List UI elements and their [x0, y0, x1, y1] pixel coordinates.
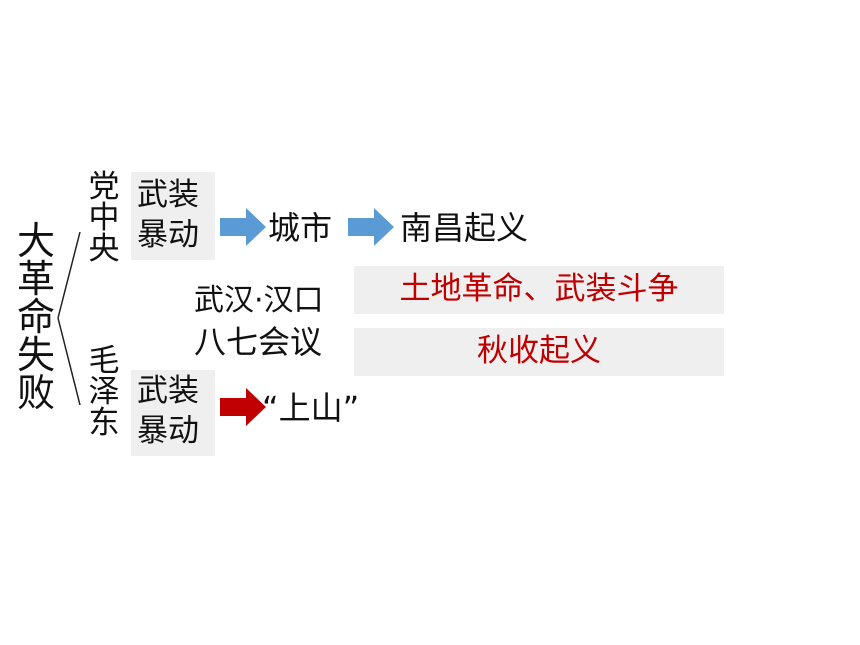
- branch-mao-zedong: 毛泽东: [86, 346, 122, 439]
- nanchang-uprising-label: 南昌起义: [400, 209, 529, 247]
- bracket-line-bottom: [57, 317, 81, 406]
- city-label: 城市: [268, 209, 333, 247]
- bracket-line-top: [57, 231, 81, 319]
- armed-uprising-box-bottom: 武装 暴动: [131, 370, 215, 456]
- meeting-place-label: 武汉·汉口: [194, 283, 324, 318]
- vertical-char: 大: [16, 219, 55, 263]
- go-to-mountains-label: “上山”: [262, 389, 360, 427]
- blue-arrow-icon: [348, 208, 394, 246]
- vertical-char: 败: [16, 371, 55, 415]
- blue-arrow-icon: [220, 208, 266, 246]
- policy-label: 土地革命、武装斗争: [399, 271, 679, 307]
- vertical-char: 失: [16, 333, 55, 377]
- armed-uprising-top-line2: 暴动: [137, 217, 199, 253]
- autumn-harvest-label: 秋收起义: [477, 333, 601, 369]
- root-label: 大革命失败: [14, 222, 58, 412]
- armed-uprising-bottom-line1: 武装: [137, 373, 199, 409]
- armed-uprising-bottom-line2: 暴动: [137, 413, 199, 449]
- vertical-char: 命: [16, 295, 55, 339]
- vertical-char: 泽: [88, 374, 120, 410]
- meeting-name-label: 八七会议: [194, 323, 323, 361]
- vertical-char: 革: [16, 257, 55, 301]
- red-arrow-icon: [220, 388, 266, 426]
- vertical-char: 东: [88, 405, 120, 441]
- branch-party-central: 党中央: [86, 172, 122, 265]
- autumn-harvest-box: 秋收起义: [354, 328, 724, 376]
- vertical-char: 中: [88, 200, 120, 236]
- armed-uprising-top-line1: 武装: [137, 177, 199, 213]
- armed-uprising-box-top: 武装 暴动: [131, 172, 215, 260]
- vertical-char: 央: [88, 231, 120, 267]
- policy-box: 土地革命、武装斗争: [354, 266, 724, 314]
- vertical-char: 毛: [88, 343, 120, 379]
- vertical-char: 党: [88, 169, 120, 205]
